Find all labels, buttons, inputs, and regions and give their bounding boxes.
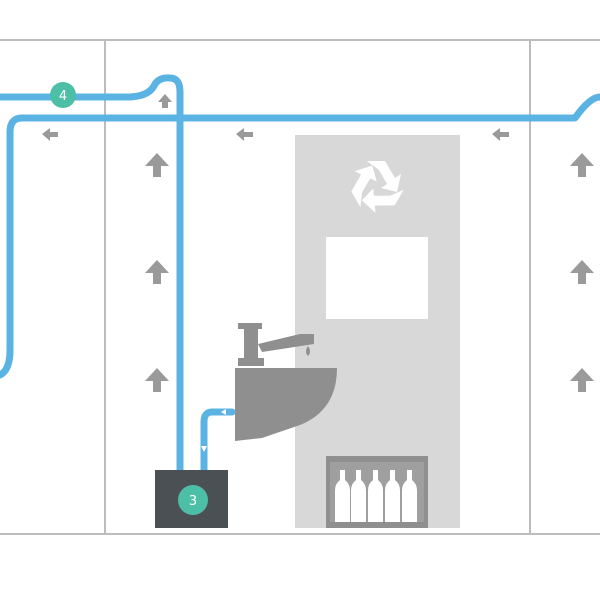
faucet-icon (238, 323, 314, 366)
pipe-4-loop (0, 74, 184, 474)
arrow-up-icon (145, 368, 169, 392)
recycling-icon (351, 161, 404, 213)
unit-window (326, 237, 428, 319)
pipe-network (0, 74, 600, 474)
arrow-left-icon (236, 128, 253, 141)
horizontal-main-pipe (18, 93, 600, 122)
left-return-pipe (0, 114, 26, 379)
badge-3-circle (178, 485, 208, 515)
arrow-up-icon (570, 368, 594, 392)
badge-3: 3 (178, 485, 208, 515)
badge-4-circle (50, 82, 76, 108)
arrow-up-icon (158, 94, 172, 108)
sink-icon (235, 368, 337, 441)
arrow-left-icon (221, 409, 226, 415)
room-frame (0, 39, 600, 535)
arrow-up-icon (145, 260, 169, 284)
arrow-left-icon (42, 128, 58, 141)
arrow-up-icon (145, 153, 169, 177)
flow-arrows (42, 94, 594, 392)
arrow-up-icon (570, 153, 594, 177)
sink-drain-pipe (200, 408, 236, 474)
badge-4: 4 (50, 82, 76, 108)
badge-3-label: 3 (189, 494, 197, 509)
badge-4-label: 4 (59, 89, 67, 104)
arrow-up-icon (570, 260, 594, 284)
arrow-down-icon (201, 446, 207, 452)
flow-markers (201, 409, 226, 452)
arrow-left-icon (492, 128, 509, 141)
bottle-crate-icon (326, 456, 428, 528)
